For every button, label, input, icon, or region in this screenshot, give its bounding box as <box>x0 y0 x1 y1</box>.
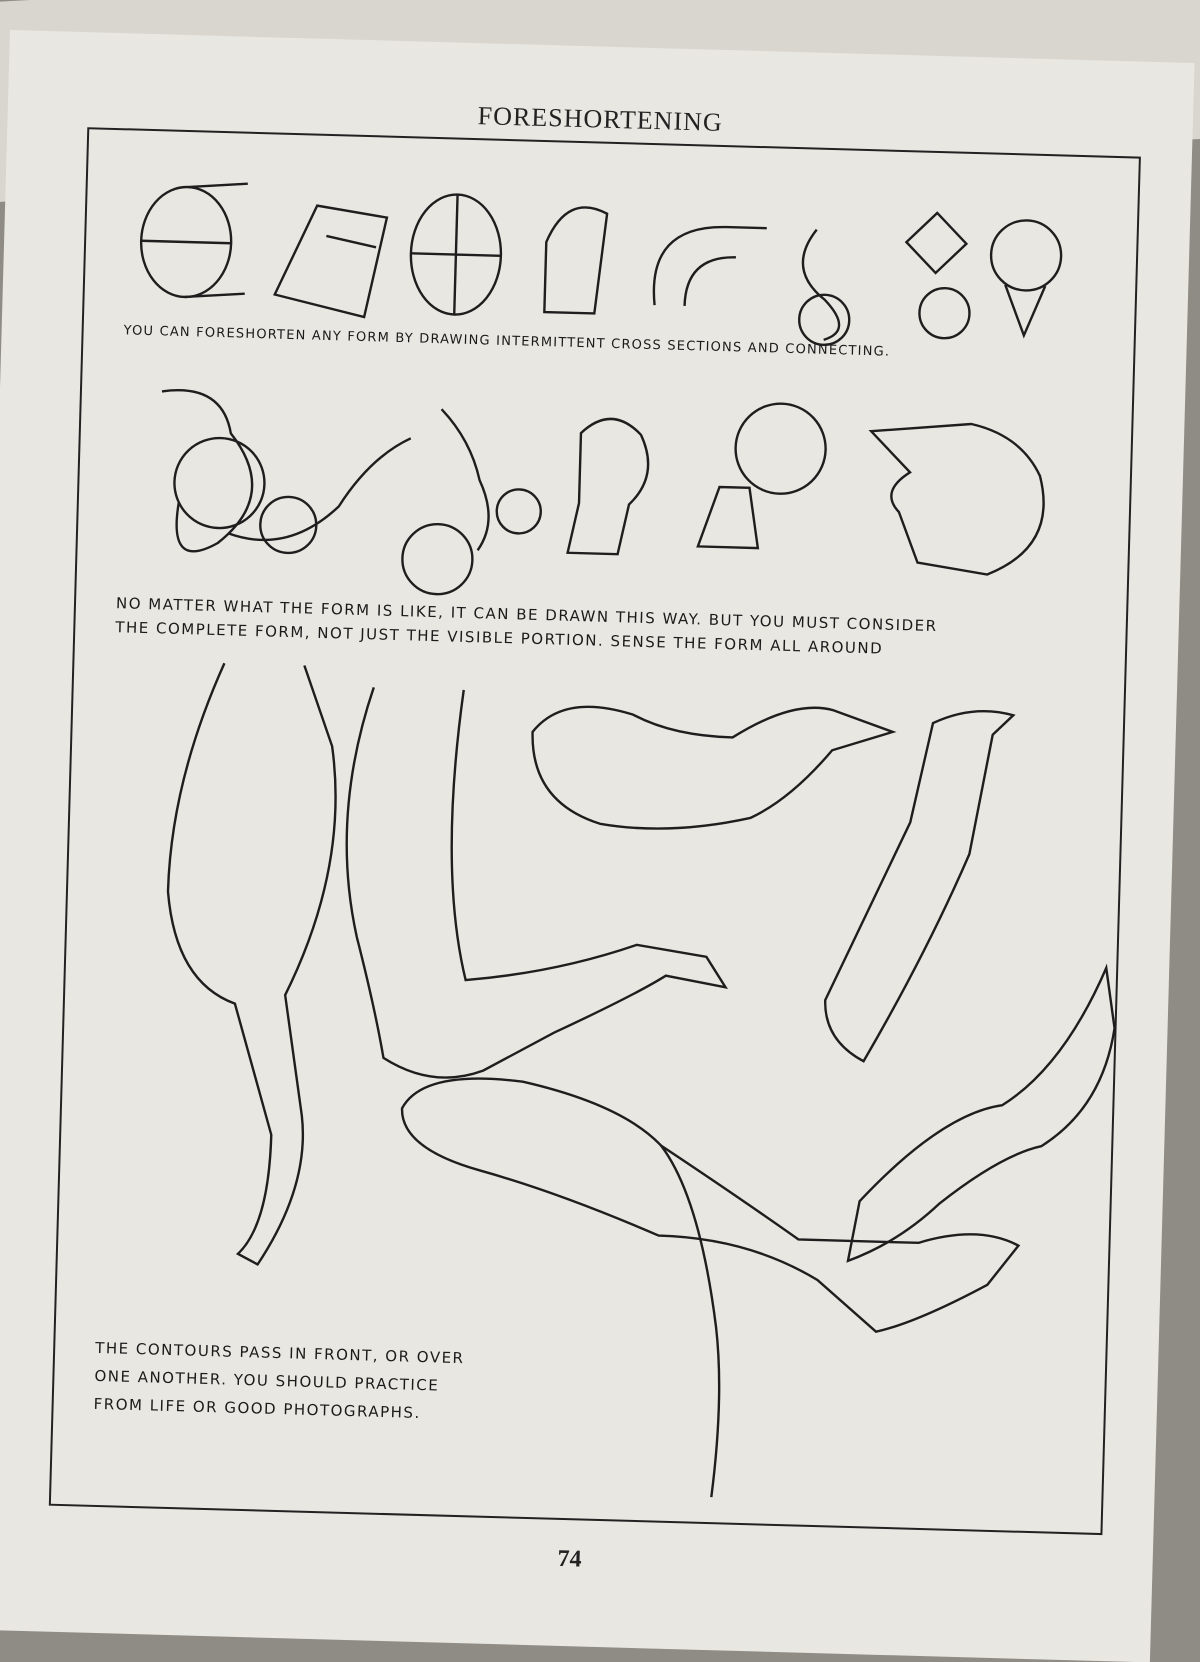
sketch-limbs <box>166 662 1116 1498</box>
book-page: FORESHORTENING YOU CAN FORESHORTEN ANY F… <box>0 30 1195 1662</box>
sketch-complex-forms <box>161 389 1045 596</box>
page-title: FORESHORTENING <box>477 101 724 137</box>
sketch-basic-forms <box>139 182 1063 347</box>
illustration-frame: YOU CAN FORESHORTEN ANY FORM BY DRAWING … <box>48 127 1141 1536</box>
page-number: 74 <box>557 1545 582 1573</box>
